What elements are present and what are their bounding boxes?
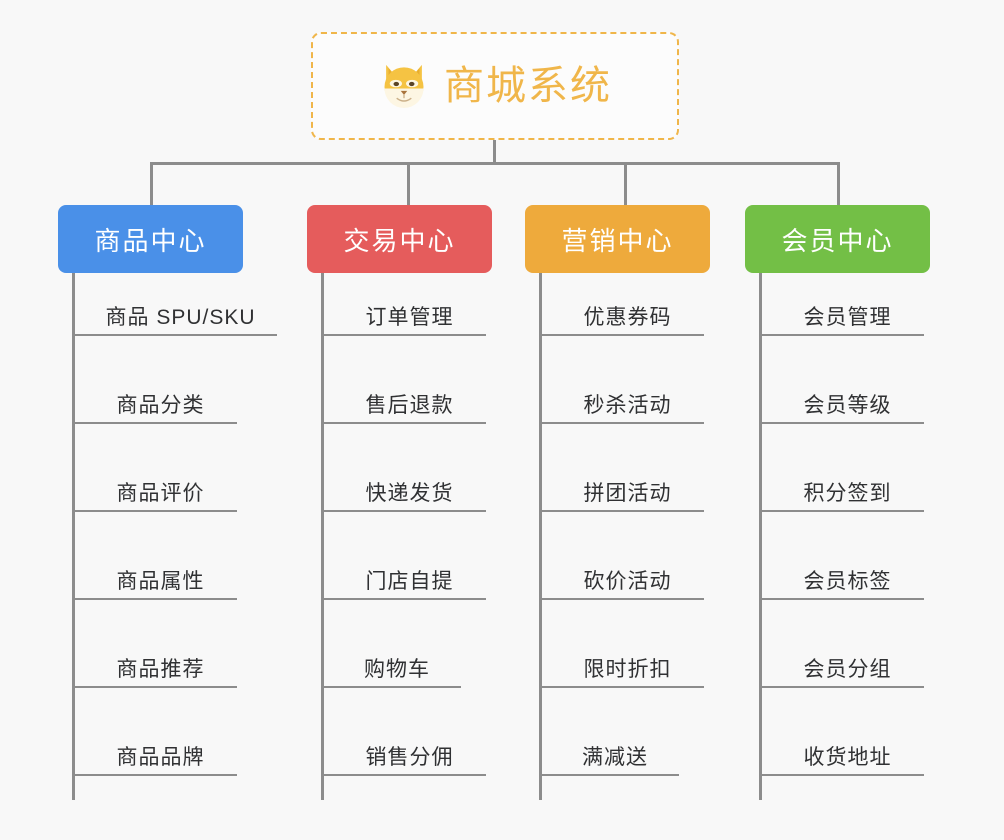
branch-header-2-label: 交易中心: [343, 225, 456, 256]
leaf-item-4-1[interactable]: 会员管理: [759, 248, 924, 336]
leaf-item-1-3[interactable]: 商品评价: [72, 424, 237, 512]
leaf-item-1-2[interactable]: 商品分类: [72, 336, 237, 424]
branch-spine-3: [539, 273, 542, 800]
leaf-item-3-6[interactable]: 满减送: [539, 688, 679, 776]
connector-drop-branch-2: [407, 162, 410, 205]
connector-drop-branch-3: [624, 162, 627, 205]
leaf-item-2-4[interactable]: 门店自提: [321, 512, 486, 600]
leaf-label-2-2: 售后退款: [365, 394, 454, 417]
leaf-label-3-5: 限时折扣: [583, 658, 672, 681]
leaf-item-1-5[interactable]: 商品推荐: [72, 600, 237, 688]
branch-spine-2: [321, 273, 324, 800]
leaf-item-2-5[interactable]: 购物车: [321, 600, 461, 688]
leaf-label-3-6: 满减送: [582, 746, 648, 769]
leaf-item-1-1[interactable]: 商品 SPU/SKU: [72, 248, 277, 336]
branch-spine-1: [72, 273, 75, 800]
leaf-label-4-5: 会员分组: [803, 658, 892, 681]
leaf-label-2-1: 订单管理: [365, 306, 454, 329]
branch-header-2[interactable]: 交易中心: [307, 205, 492, 273]
leaf-item-2-1[interactable]: 订单管理: [321, 248, 486, 336]
leaf-item-4-6[interactable]: 收货地址: [759, 688, 924, 776]
leaf-label-4-4: 会员标签: [803, 570, 892, 593]
leaf-item-2-2[interactable]: 售后退款: [321, 336, 486, 424]
connector-drop-branch-1: [150, 162, 153, 205]
leaf-label-3-4: 砍价活动: [583, 570, 672, 593]
root-node-shop-system[interactable]: 商城系统: [311, 32, 679, 140]
leaf-label-1-3: 商品评价: [116, 482, 205, 505]
leaf-label-4-1: 会员管理: [803, 306, 892, 329]
connector-horizontal-bus: [150, 162, 840, 165]
leaf-label-1-2: 商品分类: [116, 394, 205, 417]
leaf-label-1-5: 商品推荐: [116, 658, 205, 681]
leaf-item-1-6[interactable]: 商品品牌: [72, 688, 237, 776]
leaf-label-3-3: 拼团活动: [583, 482, 672, 505]
leaf-item-3-3[interactable]: 拼团活动: [539, 424, 704, 512]
branch-header-1[interactable]: 商品中心: [58, 205, 243, 273]
leaf-label-4-2: 会员等级: [803, 394, 892, 417]
leaf-label-3-1: 优惠券码: [583, 306, 672, 329]
leaf-item-4-3[interactable]: 积分签到: [759, 424, 924, 512]
leaf-label-2-5: 购物车: [364, 658, 430, 681]
branch-header-3-label: 营销中心: [561, 225, 674, 256]
branch-spine-4: [759, 273, 762, 800]
leaf-item-3-5[interactable]: 限时折扣: [539, 600, 704, 688]
branch-header-4-label: 会员中心: [781, 225, 894, 256]
connector-drop-branch-4: [837, 162, 840, 205]
leaf-item-4-4[interactable]: 会员标签: [759, 512, 924, 600]
leaf-item-1-4[interactable]: 商品属性: [72, 512, 237, 600]
connector-root-trunk: [493, 140, 496, 164]
leaf-item-2-6[interactable]: 销售分佣: [321, 688, 486, 776]
leaf-item-3-2[interactable]: 秒杀活动: [539, 336, 704, 424]
leaf-item-2-3[interactable]: 快递发货: [321, 424, 486, 512]
leaf-label-2-4: 门店自提: [365, 570, 454, 593]
branch-header-4[interactable]: 会员中心: [745, 205, 930, 273]
branch-header-1-label: 商品中心: [94, 225, 207, 256]
root-node-title: 商城系统: [444, 64, 612, 108]
leaf-label-2-6: 销售分佣: [365, 746, 454, 769]
leaf-item-3-1[interactable]: 优惠券码: [539, 248, 704, 336]
leaf-label-3-2: 秒杀活动: [583, 394, 672, 417]
branch-header-3[interactable]: 营销中心: [525, 205, 710, 273]
leaf-label-1-6: 商品品牌: [116, 746, 205, 769]
shiba-dog-face-icon: [378, 60, 430, 112]
leaf-label-4-3: 积分签到: [803, 482, 892, 505]
leaf-item-4-5[interactable]: 会员分组: [759, 600, 924, 688]
leaf-item-3-4[interactable]: 砍价活动: [539, 512, 704, 600]
leaf-label-1-4: 商品属性: [116, 570, 205, 593]
leaf-label-1-1: 商品 SPU/SKU: [105, 306, 256, 329]
leaf-label-4-6: 收货地址: [803, 746, 892, 769]
leaf-item-4-2[interactable]: 会员等级: [759, 336, 924, 424]
leaf-label-2-3: 快递发货: [365, 482, 454, 505]
